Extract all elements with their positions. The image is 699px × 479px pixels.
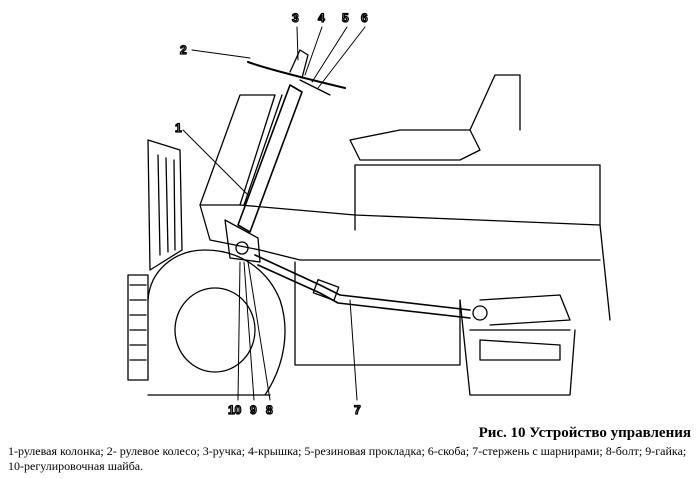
callout-6: 6 [361, 11, 368, 25]
front-wheel [127, 249, 286, 396]
callout-7: 7 [354, 403, 361, 417]
steering-assembly-drawing: 2 3 4 5 6 1 10 9 8 7 [127, 10, 611, 418]
steering-wheel [247, 49, 346, 96]
callout-5: 5 [342, 11, 349, 25]
callout-8: 8 [266, 403, 273, 417]
leader-lines [182, 26, 366, 401]
steering-column [224, 84, 303, 263]
callout-9: 9 [250, 403, 257, 417]
callout-3: 3 [292, 11, 299, 25]
figure-title: Рис. 10 Устройство управления [478, 425, 691, 441]
callout-1: 1 [175, 121, 182, 135]
callout-10: 10 [228, 403, 242, 417]
callout-2: 2 [180, 43, 187, 57]
callout-4: 4 [318, 11, 325, 25]
tractor-body [199, 74, 611, 396]
figure-legend: 1-рулевая колонка; 2- рулевое колесо; 3-… [8, 444, 687, 473]
shaft-with-joints [254, 254, 571, 326]
front-grille [147, 139, 183, 271]
